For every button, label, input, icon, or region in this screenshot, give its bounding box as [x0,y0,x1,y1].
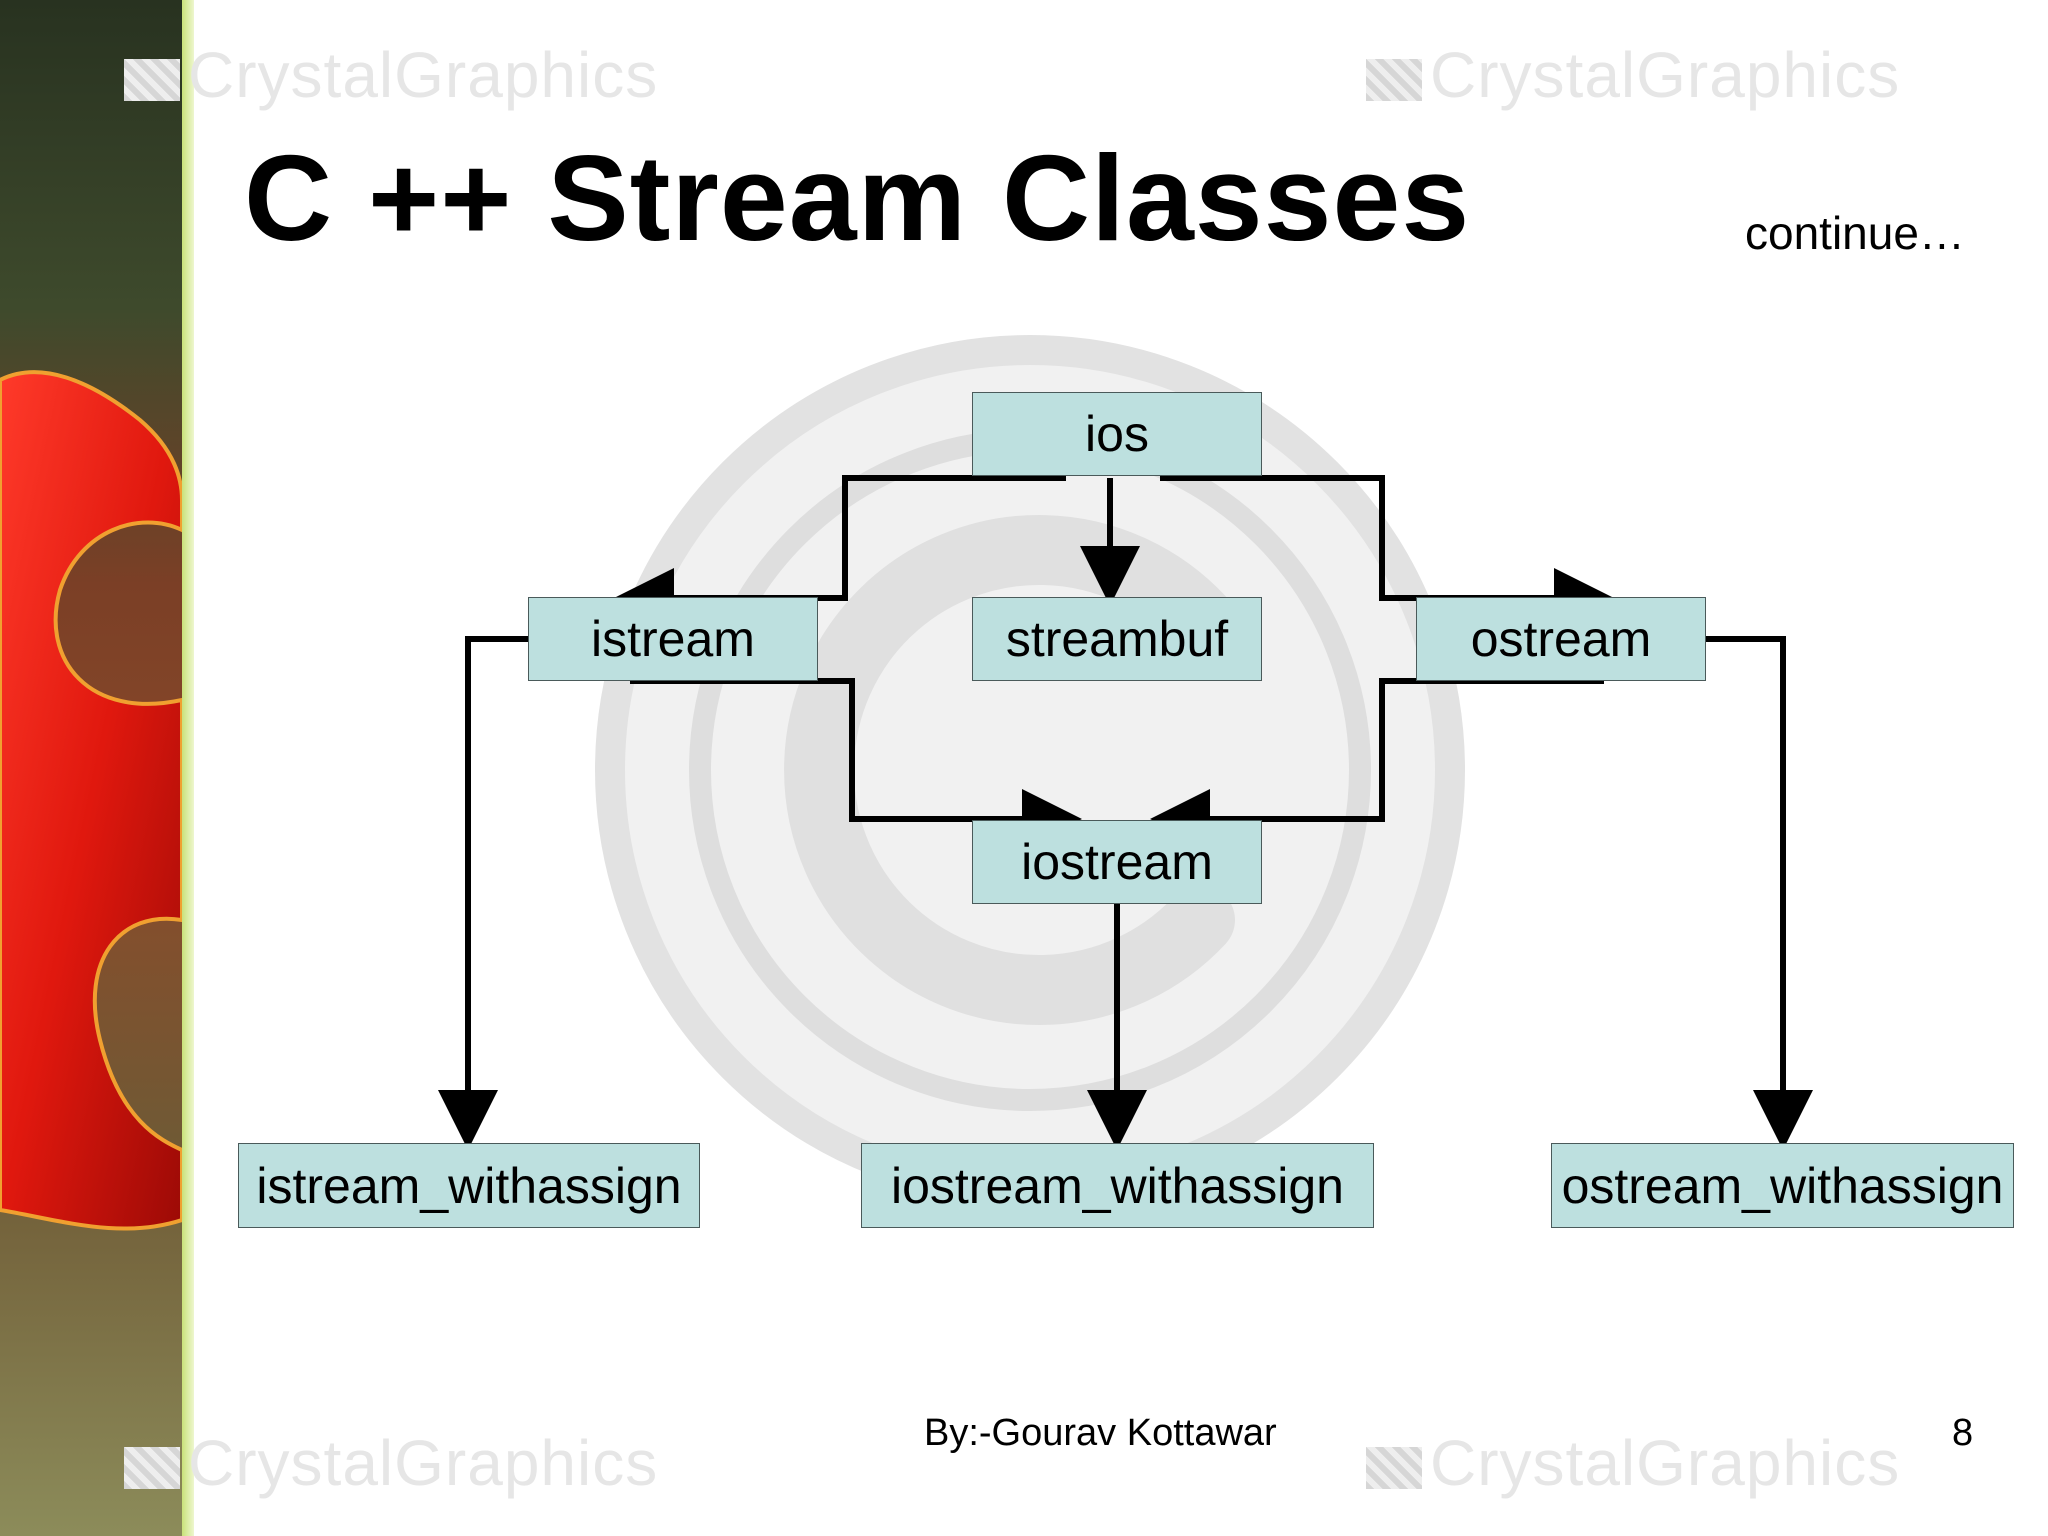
edge-ostream-ostream-withassign [1706,636,1813,1150]
node-iostream-withassign: iostream_withassign [861,1143,1374,1228]
node-istream-withassign: istream_withassign [238,1143,700,1228]
strip-edge-accent [182,0,194,1536]
watermark-top-right: CrystalGraphics [1366,38,1900,112]
edge-ios-istream [614,475,1066,628]
watermark-bottom-right: CrystalGraphics [1366,1426,1900,1500]
edge-ostream-iostream [1150,678,1604,849]
node-iostream: iostream [972,820,1262,904]
edge-istream-istream-withassign [438,636,528,1150]
watermark-top-left: CrystalGraphics [124,38,658,112]
page-number: 8 [1952,1412,1974,1454]
footer-author: By:-Gourav Kottawar [924,1412,1277,1454]
crystalgraphics-logo-icon [124,59,180,102]
edge-istream-iostream [630,678,1082,849]
node-streambuf: streambuf [972,597,1262,681]
node-ios: ios [972,392,1262,476]
crystalgraphics-logo-icon [1366,1447,1422,1490]
slide-title: C ++ Stream Classes [244,130,1471,266]
crystalgraphics-logo-icon [1366,59,1422,102]
watermark-bottom-left: CrystalGraphics [124,1426,658,1500]
continue-label: continue… [1745,207,1965,259]
node-istream: istream [528,597,818,681]
copyright-watermark-icon [595,335,1465,1205]
edge-ios-ostream [1160,475,1614,628]
puzzle-piece-icon [0,370,182,1231]
node-ostream: ostream [1416,597,1706,681]
node-ostream-withassign: ostream_withassign [1551,1143,2014,1228]
crystalgraphics-logo-icon [124,1447,180,1490]
